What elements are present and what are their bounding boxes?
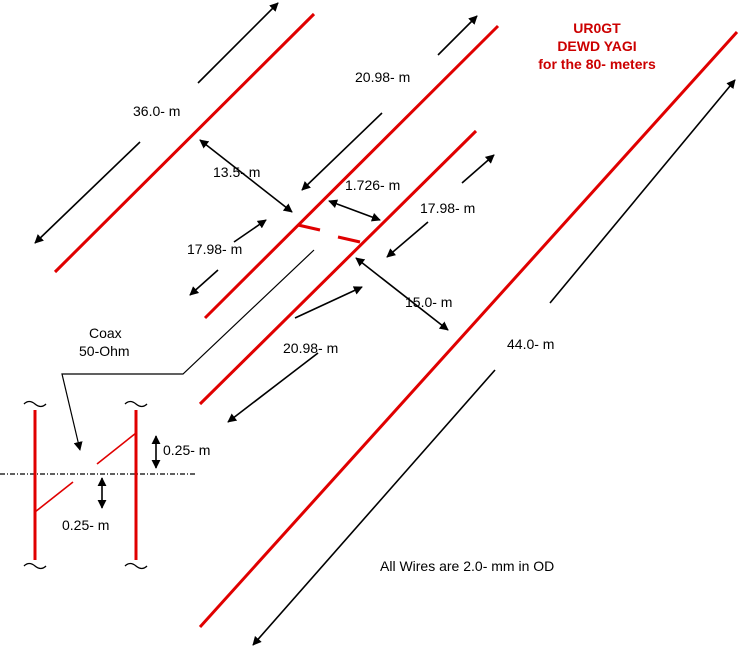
- detail-feed-left: [34, 481, 74, 513]
- arrow-2098-top-lower: [301, 112, 383, 191]
- label-150m: 15.0- m: [405, 294, 452, 310]
- arrow-1726-spacing: [328, 199, 381, 222]
- title-callsign: UR0GT: [573, 20, 621, 36]
- arrow-36m-lower: [34, 141, 141, 244]
- feed-point-detail: [0, 400, 196, 570]
- label-36m: 36.0- m: [133, 103, 180, 119]
- label-coax-impedance: 50-Ohm: [79, 343, 130, 359]
- label-2098m-bottom: 20.98- m: [283, 340, 338, 356]
- element-36m: [53, 12, 316, 274]
- coax-leader-line: [61, 249, 315, 451]
- coax-leader: [61, 249, 315, 451]
- detail-feed-right: [96, 432, 137, 465]
- label-135m: 13.5- m: [213, 164, 260, 180]
- arrow-44m-upper: [549, 79, 736, 304]
- break-symbol-bottom-left: [23, 562, 47, 570]
- arrow-36m-upper: [197, 2, 279, 84]
- break-symbol-bottom-right: [124, 562, 148, 570]
- label-2098m-top: 20.98- m: [355, 69, 410, 85]
- label-025m-top: 0.25- m: [163, 442, 210, 458]
- arrow-135-spacing: [199, 139, 293, 213]
- dimension-labels: 36.0- m 20.98- m 13.5- m 1.726- m 17.98-…: [62, 69, 554, 574]
- element-44m: [198, 30, 739, 629]
- title-block: UR0GT DEWD YAGI for the 80- meters: [538, 20, 656, 72]
- arrow-1798-left-upper: [233, 219, 267, 243]
- title-name: DEWD YAGI: [557, 38, 636, 54]
- label-1798m-right: 17.98- m: [420, 200, 475, 216]
- antenna-elements: [53, 12, 739, 629]
- arrow-1798-left-lower: [189, 269, 219, 296]
- title-band: for the 80- meters: [538, 56, 656, 72]
- break-symbol-top-right: [124, 400, 148, 408]
- arrow-1798-right-lower: [386, 221, 429, 258]
- label-coax: Coax: [89, 325, 122, 341]
- label-44m: 44.0- m: [507, 336, 554, 352]
- label-025m-bottom: 0.25- m: [62, 517, 109, 533]
- label-1726m: 1.726- m: [345, 177, 400, 193]
- feed-stub-left: [297, 223, 321, 232]
- break-symbol-top-left: [23, 400, 47, 408]
- dimension-arrows: [34, 2, 736, 646]
- arrow-150-spacing: [355, 257, 449, 331]
- element-1798m: [198, 129, 478, 406]
- arrow-44m-lower: [252, 369, 496, 646]
- label-1798m-left: 17.98- m: [187, 241, 242, 257]
- arrow-2098-top-upper: [437, 15, 478, 56]
- element-2098m-top: [203, 24, 500, 320]
- arrow-1798-right-upper: [461, 154, 495, 184]
- label-wire-note: All Wires are 2.0- mm in OD: [380, 558, 554, 574]
- feed-stub-right: [337, 235, 361, 244]
- arrow-2098-bottom-upper: [294, 286, 363, 319]
- arrow-2098-bottom-lower: [227, 352, 319, 423]
